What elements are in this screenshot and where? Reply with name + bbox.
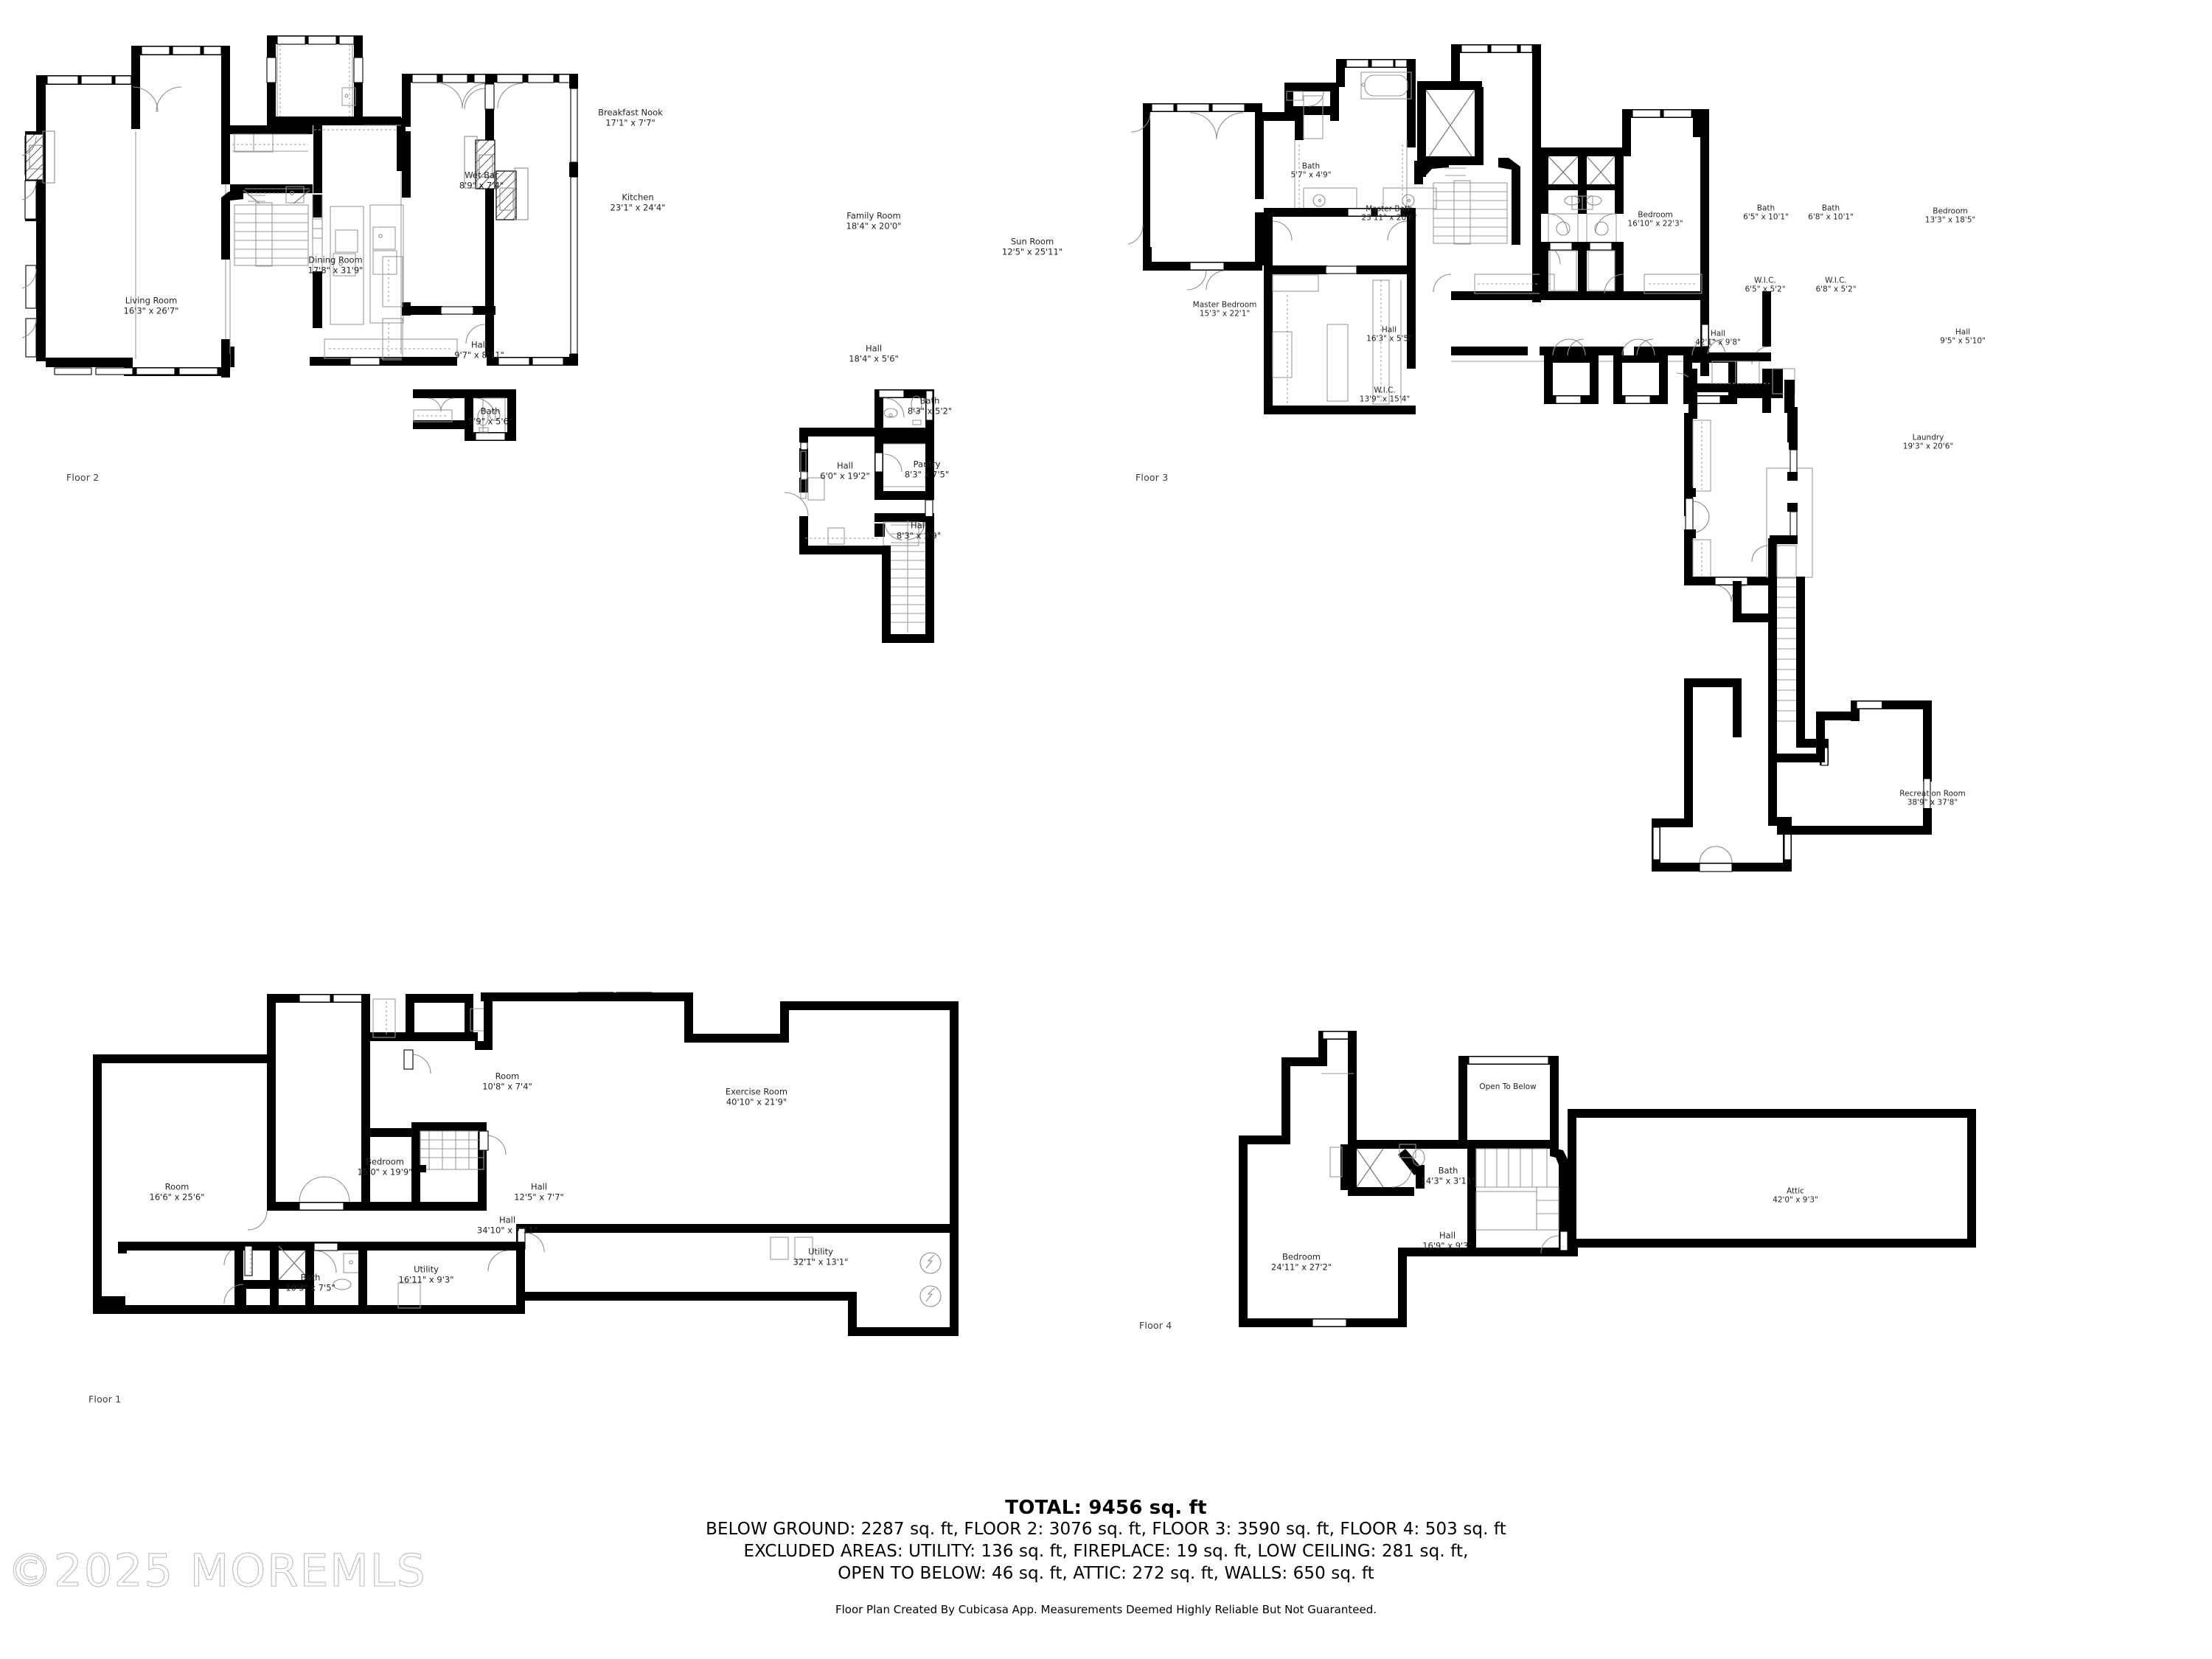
area-breakdown-line3: OPEN TO BELOW: 46 sq. ft, ATTIC: 272 sq.… (838, 1563, 1374, 1583)
floor-caption-floor-1: Floor 1 (88, 1394, 122, 1405)
floor-caption-floor-2: Floor 2 (66, 472, 100, 483)
floor1-geometry (93, 992, 959, 1336)
total-area: TOTAL: 9456 sq. ft (1005, 1497, 1207, 1519)
summary-footer: TOTAL: 9456 sq. ft BELOW GROUND: 2287 sq… (0, 1497, 2212, 1616)
plan-credit: Floor Plan Created By Cubicasa App. Meas… (835, 1602, 1377, 1616)
floor2-geometry (21, 35, 934, 643)
area-breakdown-line2: EXCLUDED AREAS: UTILITY: 136 sq. ft, FIR… (743, 1541, 1469, 1561)
floor4-geometry (1239, 1031, 1976, 1327)
floor-caption-floor-4: Floor 4 (1139, 1320, 1172, 1331)
floor-caption-floor-3: Floor 3 (1135, 472, 1169, 483)
floor3-geometry (1127, 44, 1932, 872)
area-breakdown-line1: BELOW GROUND: 2287 sq. ft, FLOOR 2: 3076… (706, 1520, 1506, 1539)
